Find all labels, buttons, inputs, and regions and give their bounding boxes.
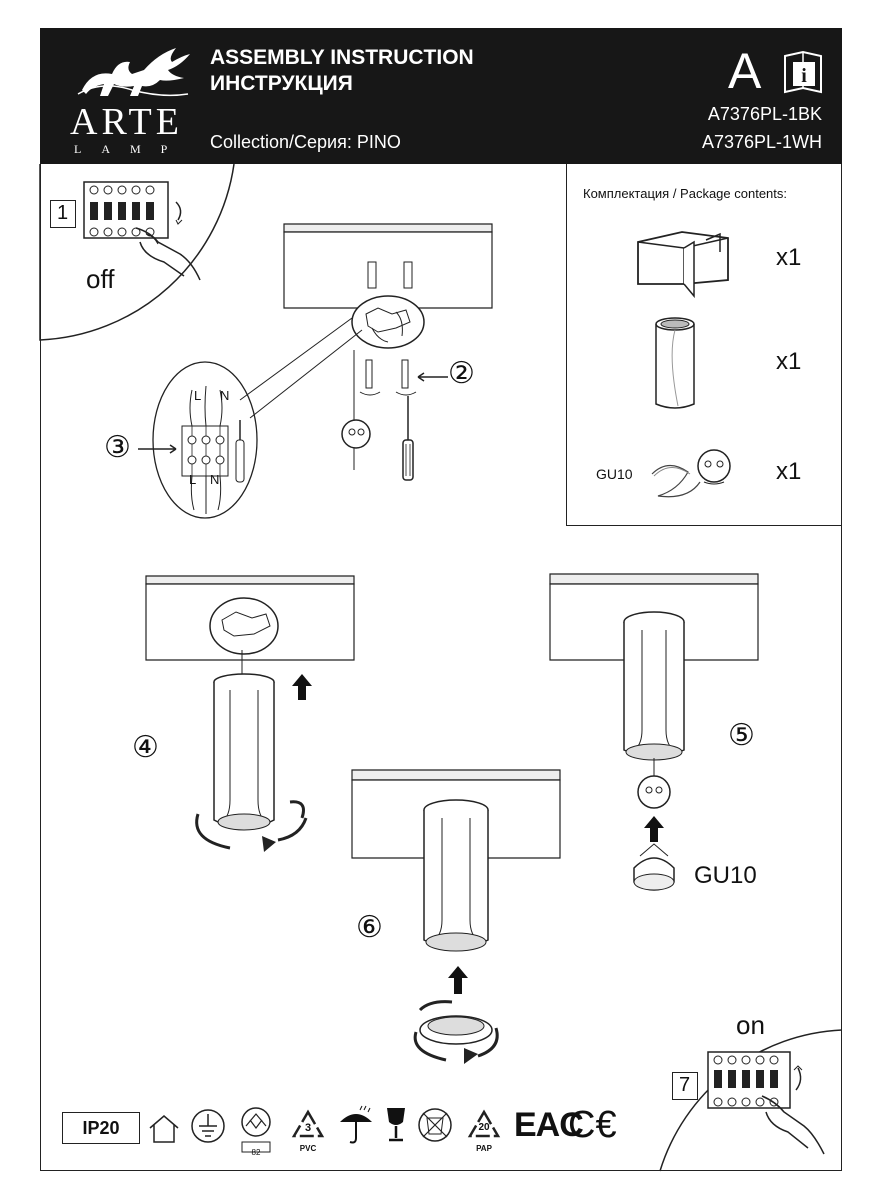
recycle-pap-icon xyxy=(467,1109,501,1138)
terminal-detail-circle xyxy=(152,361,258,519)
collection-label: Collection/Серия: PINO xyxy=(210,132,401,152)
step1-number: 1 xyxy=(57,202,69,224)
ceiling-plate-step4 xyxy=(145,575,355,661)
step3-L-top: L xyxy=(194,388,202,403)
eac-mark: EAC xyxy=(514,1106,584,1144)
step7-number: 7 xyxy=(679,1074,691,1096)
no-household-waste-icon xyxy=(418,1108,452,1142)
brand-sub: LAMP xyxy=(74,142,188,156)
header-bar: ARTE LAMP ASSEMBLY INSTRUCTION ИНСТРУКЦИ… xyxy=(40,28,842,164)
ground-symbol-icon xyxy=(191,1109,225,1143)
qty-shade: x1 xyxy=(776,348,802,375)
flammable-distance-label: 82 xyxy=(251,1148,261,1157)
up-arrow-step5 xyxy=(644,816,664,842)
step2-arrow xyxy=(417,372,448,382)
ip-rating-badge: IP20 xyxy=(62,1112,140,1144)
shade-cylinder-icon xyxy=(655,317,695,409)
pvc-number: 3 xyxy=(304,1122,312,1134)
title-en: ASSEMBLY INSTRUCTION xyxy=(210,46,474,69)
step7-number-box xyxy=(672,1072,698,1100)
step3-N-bottom: N xyxy=(210,472,220,487)
flammable-surface-icon xyxy=(241,1107,271,1153)
pap-label: PAP xyxy=(476,1144,492,1153)
gu10-socket-icon xyxy=(651,449,731,498)
up-arrow-step6 xyxy=(448,966,468,994)
junction-box-icon xyxy=(351,295,425,349)
step3-N-top: N xyxy=(220,388,230,403)
title-ru: ИНСТРУКЦИЯ xyxy=(210,72,353,95)
package-gu10-label: GU10 xyxy=(596,466,633,482)
breaker-on-icon xyxy=(707,1051,825,1155)
pap-number: 20 xyxy=(478,1122,490,1133)
griffin-logo-icon xyxy=(77,48,190,97)
step6-number: ⑥ xyxy=(356,911,383,944)
step2-number: ② xyxy=(448,357,475,390)
step5-number: ⑤ xyxy=(728,719,755,752)
up-arrow-step4 xyxy=(292,674,312,700)
box-icon xyxy=(637,231,729,299)
breaker-off-icon xyxy=(83,181,201,281)
step5-lamp-type: GU10 xyxy=(694,862,757,889)
step1-number-box xyxy=(50,200,76,228)
screw-and-socket-step2 xyxy=(341,350,417,481)
qty-socket: x1 xyxy=(776,458,802,485)
pvc-label: PVC xyxy=(299,1144,317,1153)
info-book-icon: i xyxy=(784,50,822,94)
step4-number: ④ xyxy=(132,731,159,764)
brand-name: ARTE xyxy=(70,101,183,143)
indoor-house-icon xyxy=(149,1115,179,1143)
step7-label: on xyxy=(736,1010,765,1040)
class-letter: A xyxy=(728,43,762,99)
step1-label: off xyxy=(86,264,115,294)
recycle-pvc-icon xyxy=(291,1109,325,1138)
socket-and-bulb-step5 xyxy=(633,758,675,891)
fragile-glass-icon xyxy=(387,1108,405,1142)
shade-step5 xyxy=(623,611,685,761)
svg-text:i: i xyxy=(801,65,807,87)
qty-box: x1 xyxy=(776,244,802,271)
ce-mark: C€ xyxy=(568,1104,617,1146)
package-contents-box xyxy=(566,164,842,526)
shade-step4 xyxy=(195,650,308,852)
step3-L-bottom: L xyxy=(189,472,197,487)
ceiling-plate-step2 xyxy=(283,223,493,309)
step3-arrow xyxy=(138,444,177,454)
package-title: Комплектация / Package contents: xyxy=(583,186,788,201)
step3-number: ③ xyxy=(104,431,131,464)
keep-dry-umbrella-icon xyxy=(340,1105,372,1144)
model-code-1: A7376PL-1BK xyxy=(707,104,822,124)
model-code-2: A7376PL-1WH xyxy=(701,132,822,152)
shade-step6 xyxy=(423,799,489,952)
ring-rotate-step6 xyxy=(413,1000,499,1064)
